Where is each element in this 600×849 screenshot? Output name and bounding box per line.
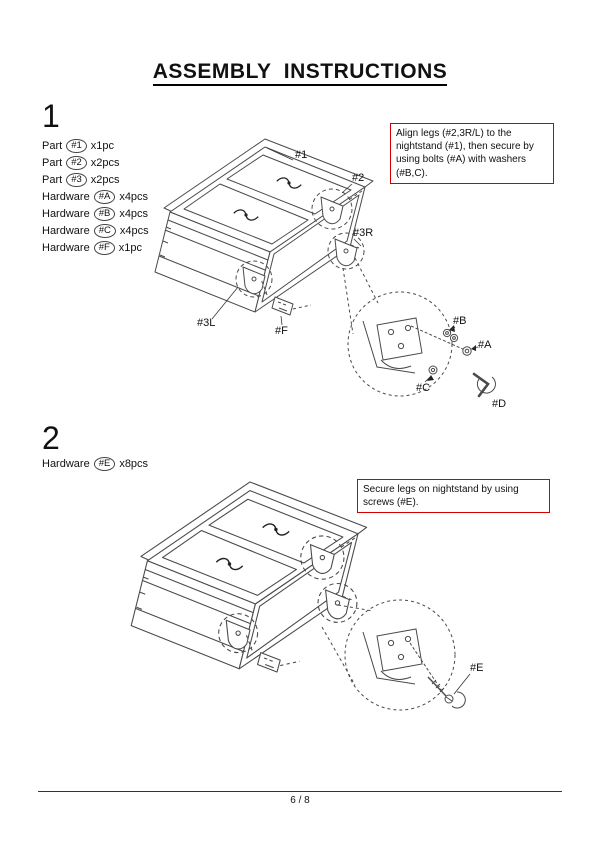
part-row: Hardware #B x4pcs	[42, 205, 149, 222]
part-row: Part #2 x2pcs	[42, 154, 149, 171]
part-row: Hardware #F x1pc	[42, 239, 149, 256]
page-title: ASSEMBLY INSTRUCTIONS	[0, 60, 600, 86]
step-2-note: Secure legs on nightstand by using screw…	[357, 479, 550, 514]
step-1-note: Align legs (#2,3R/L) to the nightstand (…	[390, 123, 554, 184]
assembly-diagram-step2: #E	[130, 481, 483, 711]
part-qty: x4pcs	[119, 190, 149, 203]
strip-part	[271, 296, 294, 316]
part-code-badge: #A	[93, 189, 116, 204]
exploded-connector-lines	[260, 190, 363, 310]
part-label: Hardware	[42, 458, 90, 470]
part-code-badge: #F	[93, 240, 115, 255]
footer-divider	[38, 791, 562, 792]
part-code-badge: #1	[66, 138, 87, 153]
detail-zoom-circle	[321, 599, 456, 711]
callout-hw-c: #C	[416, 382, 430, 394]
callout-leader-lines	[453, 673, 471, 695]
step-1-note-text: Align legs (#2,3R/L) to the nightstand (…	[396, 128, 534, 179]
part-qty: x4pcs	[119, 207, 149, 220]
step-2-parts-list: Hardware #E x8pcs	[42, 457, 148, 471]
step-2-number: 2	[42, 420, 60, 456]
part-qty: x1pc	[118, 241, 143, 254]
corner-bracket-detail	[362, 317, 423, 374]
callout-hw-d: #D	[492, 398, 506, 410]
callout-part-3r: #3R	[353, 227, 373, 239]
part-label: Hardware	[42, 241, 90, 254]
callout-part-3l: #3L	[197, 317, 215, 329]
callout-part-2: #2	[352, 172, 364, 184]
part-label: Part	[42, 139, 63, 152]
callout-part-1: #1	[295, 149, 307, 161]
callout-hw-a: #A	[478, 339, 492, 351]
step-2-note-text: Secure legs on nightstand by using screw…	[363, 484, 519, 509]
hardware-bolt-washers	[410, 325, 496, 398]
part-qty: x2pcs	[90, 173, 120, 186]
part-label: Part	[42, 173, 63, 186]
part-row: Hardware #A x4pcs	[42, 188, 149, 205]
step-1-number: 1	[42, 98, 60, 134]
callout-hw-e: #E	[470, 662, 483, 674]
part-qty: x2pcs	[90, 156, 120, 169]
assembly-diagram-step1: #1 #2 #3R #3L #F #B #A #C #D	[154, 138, 506, 410]
callout-arrowheads	[427, 325, 476, 381]
part-label: Hardware	[42, 190, 90, 203]
detail-zoom-circle	[342, 257, 453, 397]
part-row: Hardware #C x4pcs	[42, 222, 149, 239]
page-number: 6 / 8	[290, 795, 310, 806]
part-qty: x4pcs	[119, 224, 149, 237]
part-qty: x1pc	[90, 139, 115, 152]
part-qty: x8pcs	[119, 458, 149, 470]
part-label: Part	[42, 156, 63, 169]
part-code-badge: #C	[93, 223, 116, 238]
step-1-parts-list: Part #1 x1pc Part #2 x2pcs Part #3 x2pcs…	[42, 137, 149, 256]
callout-hw-b: #B	[453, 315, 466, 327]
part-code-badge: #2	[66, 155, 87, 170]
part-code-badge: #B	[93, 206, 116, 221]
leg-parts	[235, 188, 365, 298]
part-code-badge: #3	[66, 172, 87, 187]
part-label: Hardware	[42, 207, 90, 220]
callout-part-f: #F	[275, 325, 288, 337]
part-row: Part #1 x1pc	[42, 137, 149, 154]
part-row: Part #3 x2pcs	[42, 171, 149, 188]
part-label: Hardware	[42, 224, 90, 237]
part-code-badge: #E	[93, 457, 116, 471]
callout-leader-lines	[211, 147, 479, 383]
page-title-text: ASSEMBLY INSTRUCTIONS	[152, 60, 448, 86]
hardware-screw	[409, 642, 466, 709]
nightstand-drawing	[154, 138, 374, 316]
